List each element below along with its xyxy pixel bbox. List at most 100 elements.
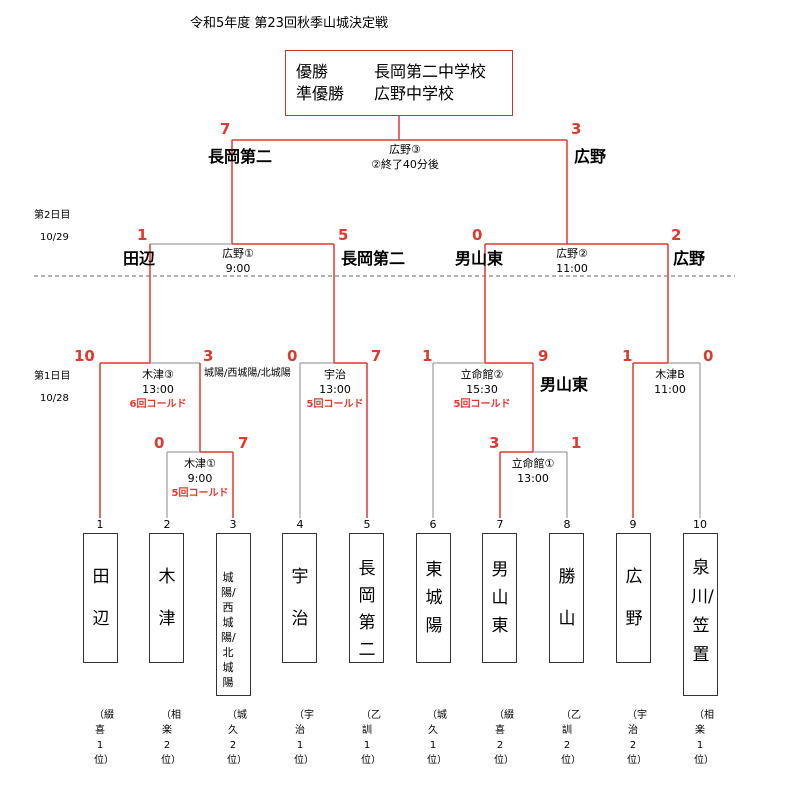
champion-name: 長岡第二中学校: [374, 62, 487, 81]
team-number: 5: [363, 518, 371, 531]
semi2-right-team: 広野: [673, 249, 706, 268]
team-name: 宇治: [291, 567, 309, 629]
r1-3-venue: 立命館②: [460, 368, 504, 381]
team-box-8: 勝山: [549, 533, 584, 663]
r0-1-info: 木津① 9:00 5回コールド: [160, 456, 240, 501]
team-school: （綴喜2位）: [494, 710, 514, 766]
r0-2-info: 立命館① 13:00: [493, 456, 573, 486]
r1-3-left-score: 1: [422, 347, 433, 365]
r1-1-left-score: 10: [74, 347, 95, 365]
r1-1-info: 木津③ 13:00 6回コールド: [118, 367, 198, 412]
team-number: 9: [629, 518, 637, 531]
r0-2-right-score: 1: [571, 434, 582, 452]
r1-2-venue: 宇治: [324, 368, 346, 381]
team-school: （乙訓1位）: [361, 710, 381, 766]
r0-2-venue: 立命館①: [511, 457, 555, 470]
team-name: 勝山: [558, 567, 576, 629]
runnerup-label: 準優勝: [296, 84, 345, 103]
r0-2-left-score: 3: [489, 434, 500, 452]
day1-text: 第1日目: [34, 371, 71, 382]
team-box-5: 長岡第二: [349, 533, 384, 663]
semi1-right-score: 5: [338, 226, 349, 244]
semi1-info: 広野① 9:00: [198, 246, 278, 276]
team-school: （相楽1位）: [694, 710, 714, 766]
r0-2-time: 13:00: [517, 472, 549, 485]
team-box-10: 泉川/笠置: [683, 533, 718, 696]
r1-4-time: 11:00: [654, 383, 686, 396]
day1-label: 第1日目 10/28: [34, 366, 70, 410]
r1-1-right-score: 3: [203, 347, 214, 365]
day2-text: 第2日目: [34, 210, 71, 221]
r0-1-time: 9:00: [187, 472, 213, 485]
day1-date: 10/28: [40, 393, 69, 404]
team-name: 城陽/西城陽/北城陽: [221, 571, 236, 689]
day2-date: 10/29: [40, 232, 69, 243]
r1-3-time: 15:30: [466, 383, 498, 396]
team-name: 長岡第二: [358, 559, 376, 660]
r1-4-venue: 木津B: [655, 368, 685, 381]
semi2-left-team: 男山東: [455, 249, 504, 268]
r1-2-cold: 5回コールド: [306, 399, 364, 410]
team-school: （城久2位）: [227, 710, 247, 766]
r1-1-cold: 6回コールド: [129, 399, 187, 410]
r1-3-right-team: 男山東: [540, 375, 589, 394]
runnerup-name: 広野中学校: [374, 84, 455, 103]
team-school: （相楽2位）: [161, 710, 181, 766]
team-name: 田辺: [92, 567, 110, 629]
final-note: ②終了40分後: [371, 158, 439, 171]
team-number: 8: [563, 518, 571, 531]
r0-1-left-score: 0: [154, 434, 165, 452]
team-box-6: 東城陽: [416, 533, 451, 663]
team-number: 6: [429, 518, 437, 531]
r1-3-right-score: 9: [538, 347, 549, 365]
final-left-score: 7: [220, 120, 231, 138]
team-box-4: 宇治: [282, 533, 317, 663]
team-box-2: 木津: [149, 533, 184, 663]
team-number: 3: [229, 518, 237, 531]
semi2-time: 11:00: [556, 262, 588, 275]
semi1-left-team: 田辺: [123, 249, 156, 268]
r1-3-info: 立命館② 15:30 5回コールド: [442, 367, 522, 412]
r1-4-info: 木津B 11:00: [630, 367, 710, 397]
r1-3-cold: 5回コールド: [453, 399, 511, 410]
day2-label: 第2日目 10/29: [34, 205, 70, 249]
team-number: 7: [496, 518, 504, 531]
final-info: 広野③ ②終了40分後: [360, 142, 450, 172]
semi1-right-team: 長岡第二: [341, 249, 406, 268]
semi2-venue: 広野②: [556, 247, 588, 260]
semi2-left-score: 0: [472, 226, 483, 244]
team-box-3: 城陽/西城陽/北城陽: [216, 533, 251, 696]
final-right-team: 広野: [574, 147, 607, 166]
team-box-1: 田辺: [83, 533, 118, 663]
r1-4-left-score: 1: [622, 347, 633, 365]
r1-2-info: 宇治 13:00 5回コールド: [295, 367, 375, 412]
team-name: 東城陽: [425, 560, 443, 636]
r0-1-right-score: 7: [238, 434, 249, 452]
semi2-right-score: 2: [671, 226, 682, 244]
r0-1-cold: 5回コールド: [171, 488, 229, 499]
team-school: （宇治1位）: [294, 710, 314, 766]
final-right-score: 3: [571, 120, 582, 138]
team-school: （城久1位）: [427, 710, 447, 766]
final-venue: 広野③: [389, 143, 421, 156]
r1-1-time: 13:00: [142, 383, 174, 396]
team-school: （綴喜1位）: [94, 710, 114, 766]
semi1-left-score: 1: [137, 226, 148, 244]
semi2-info: 広野② 11:00: [532, 246, 612, 276]
r1-1-venue: 木津③: [142, 368, 174, 381]
r0-1-venue: 木津①: [184, 457, 216, 470]
semi1-venue: 広野①: [222, 247, 254, 260]
team-name: 男山東: [491, 560, 509, 636]
champion-label: 優勝: [296, 62, 329, 81]
final-left-team: 長岡第二: [208, 147, 273, 166]
team-number: 2: [163, 518, 171, 531]
team-number: 1: [96, 518, 104, 531]
team-name: 広野: [625, 567, 643, 629]
r1-4-right-score: 0: [703, 347, 714, 365]
r1-2-right-score: 7: [371, 347, 382, 365]
team-school: （宇治2位）: [627, 710, 647, 766]
team-name: 泉川/笠置: [691, 558, 714, 665]
team-number: 4: [296, 518, 304, 531]
team-name: 木津: [158, 567, 176, 629]
